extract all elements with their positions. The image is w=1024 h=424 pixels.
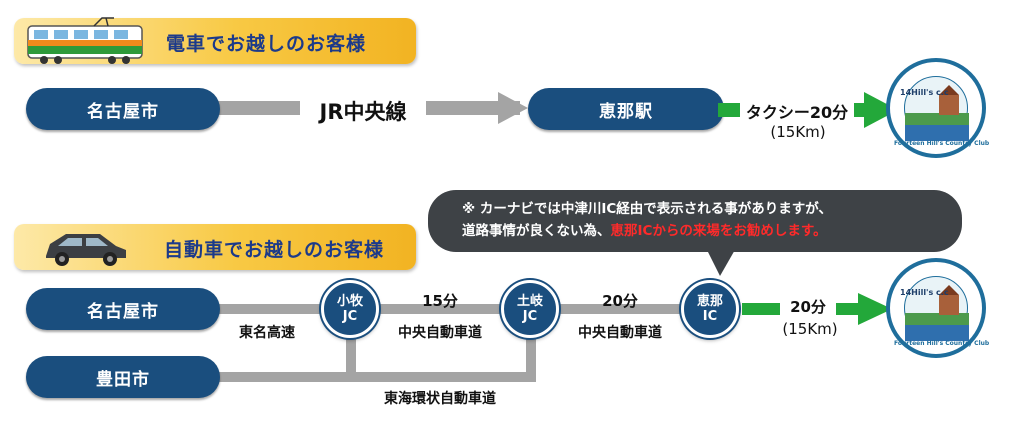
callout-pointer <box>706 248 736 276</box>
road-tokai-loop-horizontal <box>200 372 536 382</box>
junction-komaki-type: JC <box>342 309 358 324</box>
segment-1-time: 15分 <box>422 292 458 310</box>
club-logo-ring-text-2: Fourteen Hill's Country Club <box>894 340 990 347</box>
tokai-loop-road-label: 東海環状自動車道 <box>384 391 496 407</box>
notice-line-1: ※ カーナビでは中津川IC経由で表示される事がありますが、 <box>462 201 832 217</box>
jr-line-label: JR中央線 <box>300 96 426 126</box>
club-logo-car: 14Hill's c.c Fourteen Hill's Country Clu… <box>886 258 990 358</box>
segment-2-time: 20分 <box>602 292 638 310</box>
origin-nagoya-train: 名古屋市 <box>26 88 220 130</box>
junction-toki: 土岐 JC <box>501 280 559 338</box>
car-navigation-notice: ※ カーナビでは中津川IC経由で表示される事がありますが、 道路事情が良くない為… <box>428 190 962 252</box>
origin-toyota: 豊田市 <box>26 356 220 398</box>
train-icon <box>27 17 143 64</box>
road-chuo-1 <box>380 304 510 314</box>
interchange-ena-name: 恵那 <box>696 294 723 309</box>
road-komaki-drop <box>346 334 356 378</box>
segment-1-road: 中央自動車道 <box>398 325 482 341</box>
car-section-title: 自動車でお越しのお客様 <box>164 239 385 261</box>
road-tomei-label: 東名高速 <box>239 325 295 341</box>
final-time-label: 20分 <box>780 296 836 317</box>
clubhouse-icon-2 <box>905 285 969 341</box>
road-toki-drop <box>526 334 536 382</box>
final-distance-label: (15Km) <box>782 320 838 338</box>
train-section-title: 電車でお越しのお客様 <box>166 33 367 55</box>
junction-toki-name: 土岐 <box>516 294 543 309</box>
origin-nagoya-car: 名古屋市 <box>26 288 220 330</box>
road-tomei <box>200 304 336 314</box>
jr-line-arrowhead <box>498 92 528 124</box>
junction-toki-type: JC <box>522 309 538 324</box>
clubhouse-icon <box>905 85 969 141</box>
club-logo-inner-text-2: 14Hill's c.c <box>900 288 949 297</box>
club-logo-emblem-2 <box>904 276 969 341</box>
junction-komaki-name: 小牧 <box>336 294 363 309</box>
taxi-time-label: タクシー20分 <box>740 99 854 123</box>
club-logo-emblem <box>904 76 969 141</box>
station-ena: 恵那駅 <box>528 88 724 130</box>
taxi-distance-label: (15Km) <box>770 123 826 141</box>
club-logo-train: 14Hill's c.c Fourteen Hill's Country Clu… <box>886 58 990 158</box>
segment-2-road: 中央自動車道 <box>578 325 662 341</box>
club-logo-ring-text: Fourteen Hill's Country Club <box>894 140 990 147</box>
notice-line-2-highlight: 恵那ICからの来場をお勧めします。 <box>610 223 827 239</box>
club-logo-inner-text: 14Hill's c.c <box>900 88 949 97</box>
car-icon <box>46 234 126 266</box>
notice-line-2-plain: 道路事情が良くない為、 <box>462 223 611 239</box>
junction-komaki: 小牧 JC <box>321 280 379 338</box>
notice-line-2: 道路事情が良くない為、恵那ICからの来場をお勧めします。 <box>462 220 962 242</box>
interchange-ena: 恵那 IC <box>681 280 739 338</box>
road-chuo-2 <box>560 304 696 314</box>
interchange-ena-type: IC <box>702 309 718 324</box>
